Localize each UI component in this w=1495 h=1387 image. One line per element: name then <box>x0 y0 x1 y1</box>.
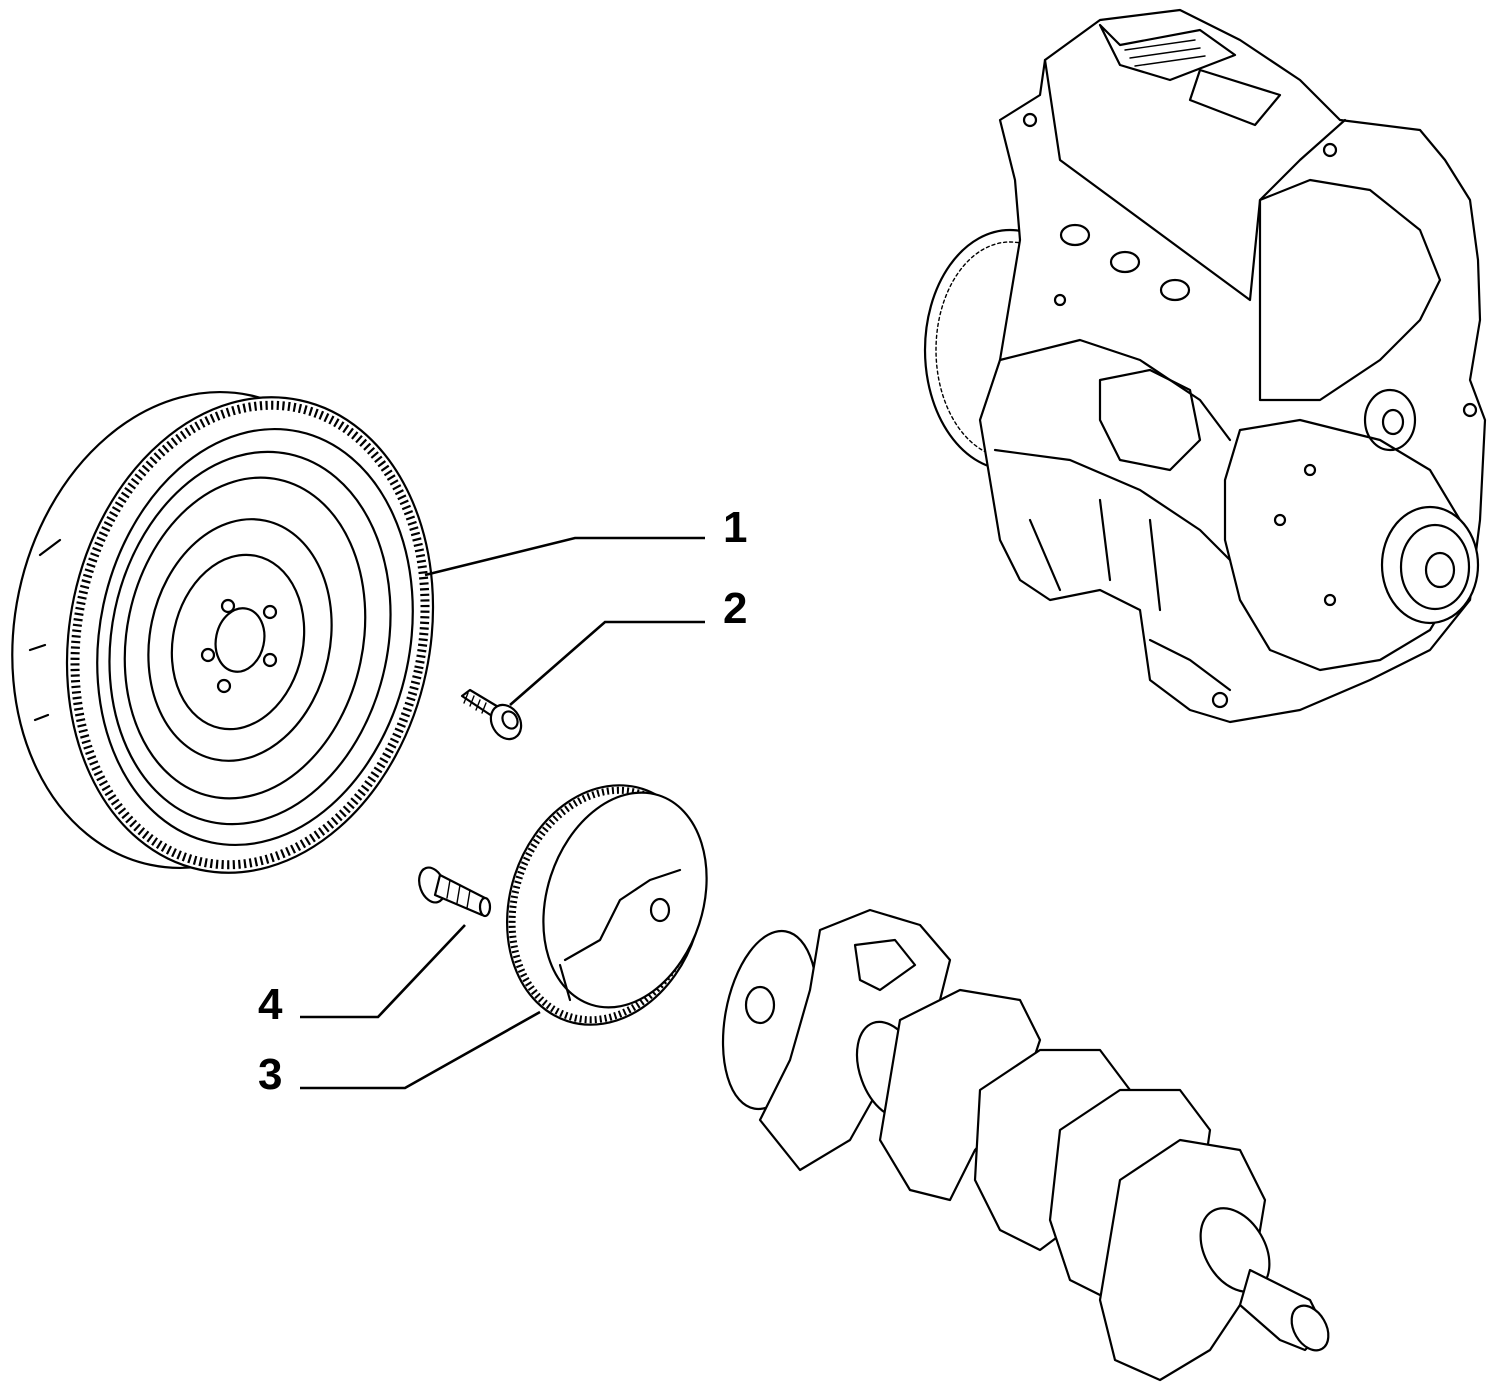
engine-block-icon <box>923 8 1487 724</box>
callout-4: 4 <box>258 980 283 1029</box>
leader-line-4 <box>300 924 466 1019</box>
callout-3: 3 <box>258 1050 282 1099</box>
crankshaft-icon <box>721 908 1330 1382</box>
leader-line-1 <box>424 536 705 577</box>
flywheel-icon <box>11 391 435 874</box>
tone-wheel-icon <box>505 784 708 1026</box>
leader-line-2 <box>509 620 705 706</box>
leader-line-3 <box>300 1010 541 1090</box>
callout-2: 2 <box>723 584 747 633</box>
screw-icon <box>418 866 492 918</box>
bolt-icon <box>460 688 523 741</box>
callout-1: 1 <box>723 503 747 552</box>
leader-lines <box>300 536 705 1090</box>
